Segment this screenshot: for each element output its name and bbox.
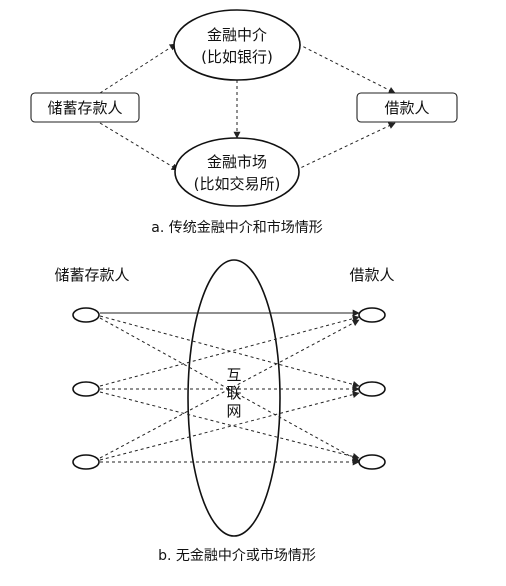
intermediary-line1: 金融中介	[207, 26, 267, 44]
arrow-depositor-to-market	[99, 122, 179, 171]
internet-char: 联	[226, 384, 241, 402]
line-d3-b2	[99, 391, 360, 461]
line-d2-b3	[99, 391, 360, 460]
borrower-node	[358, 307, 386, 323]
internet-char: 网	[226, 402, 241, 420]
borrower-label: 借款人	[384, 99, 429, 117]
borrower-node	[358, 454, 386, 470]
market-line2: (比如交易所)	[194, 175, 281, 193]
borrowers-label: 借款人	[349, 266, 394, 284]
line-d3-b1	[99, 319, 360, 459]
borrower-node	[358, 381, 386, 397]
depositor-node	[72, 454, 100, 470]
borrower-box	[356, 92, 458, 123]
line-d2-b1	[99, 315, 360, 387]
diagram-b: 储蓄存款人 借款人 互 联 网 b. 无金融中介或市场情形	[54, 259, 395, 564]
depositor-box	[30, 92, 140, 123]
internet-ellipse	[187, 259, 281, 537]
internet-char: 互	[226, 366, 241, 384]
arrow-intermediary-to-borrower	[297, 43, 396, 94]
diagram-a: 储蓄存款人 金融中介 (比如银行) 借款人 金融市场 (比如交易所) a. 传统…	[30, 9, 458, 236]
arrow-depositor-to-intermediary	[99, 43, 177, 94]
caption-b: b. 无金融中介或市场情形	[158, 547, 316, 564]
intermediary-line2: (比如银行)	[201, 48, 273, 66]
line-d1-b3	[99, 317, 360, 462]
arrow-market-to-borrower	[295, 122, 396, 171]
depositor-node	[72, 307, 100, 323]
market-line1: 金融市场	[207, 153, 267, 171]
depositor-label: 储蓄存款人	[47, 99, 122, 117]
market-ellipse	[174, 137, 300, 207]
intermediary-ellipse	[173, 9, 301, 81]
caption-a: a. 传统金融中介和市场情形	[151, 219, 322, 236]
depositors-label: 储蓄存款人	[54, 266, 129, 284]
depositor-node	[72, 381, 100, 397]
